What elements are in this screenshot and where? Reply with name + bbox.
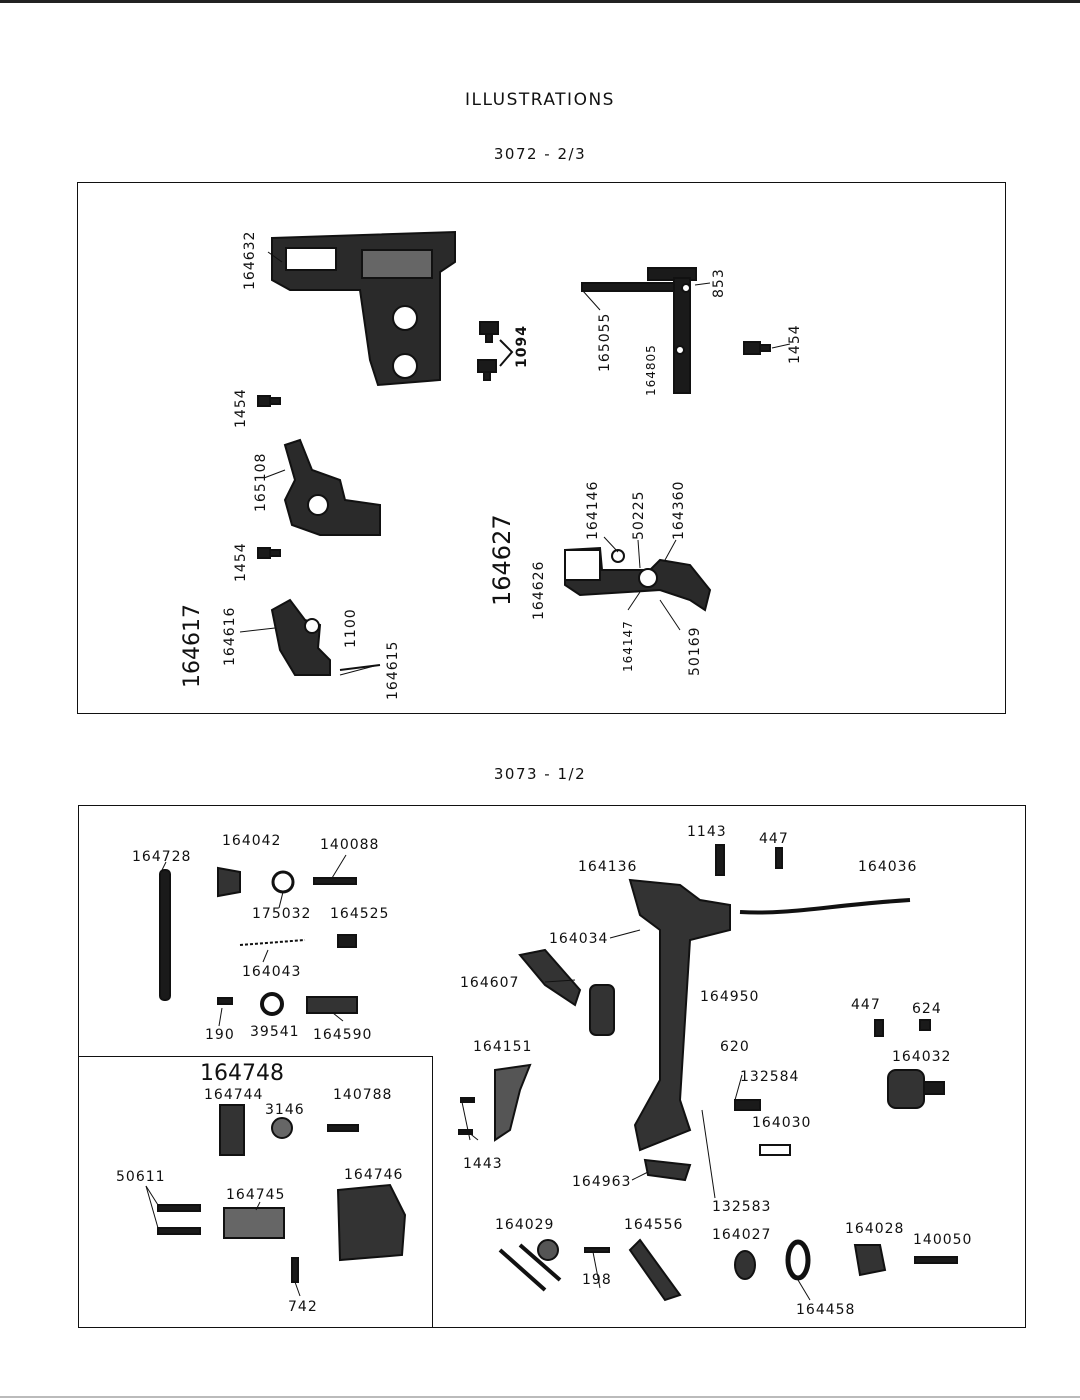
label-164627: 164627 xyxy=(488,514,516,606)
screw-1454-drawing xyxy=(257,341,771,559)
label-164029: 164029 xyxy=(495,1217,555,1233)
label-1094: 1094 xyxy=(514,325,530,368)
section1-frame xyxy=(77,182,1006,714)
label-1443: 1443 xyxy=(463,1156,503,1172)
label-1454-upper: 1454 xyxy=(233,388,249,428)
inset-title-164748: 164748 xyxy=(200,1061,284,1086)
label-140088: 140088 xyxy=(320,837,380,853)
label-164151: 164151 xyxy=(473,1039,533,1055)
label-164590: 164590 xyxy=(313,1027,373,1043)
label-164617: 164617 xyxy=(180,604,205,688)
section2-frame xyxy=(78,805,1026,1328)
feed-dog-165108-drawing xyxy=(283,438,381,536)
label-39541: 39541 xyxy=(250,1024,300,1040)
label-164963: 164963 xyxy=(572,1174,632,1190)
label-164616: 164616 xyxy=(222,606,238,666)
label-447-top: 447 xyxy=(759,831,789,847)
label-164626: 164626 xyxy=(531,560,547,620)
label-164615: 164615 xyxy=(385,640,401,700)
label-50611: 50611 xyxy=(116,1169,166,1185)
label-164030: 164030 xyxy=(752,1115,812,1131)
label-190: 190 xyxy=(205,1027,235,1043)
label-140050: 140050 xyxy=(913,1232,973,1248)
label-624: 624 xyxy=(912,1001,942,1017)
label-164607: 164607 xyxy=(460,975,520,991)
section1-heading: 3072 - 2/3 xyxy=(493,145,587,163)
label-164950: 164950 xyxy=(700,989,760,1005)
label-164027: 164027 xyxy=(712,1227,772,1243)
label-164458: 164458 xyxy=(796,1302,856,1318)
label-164028: 164028 xyxy=(845,1221,905,1237)
label-164146: 164146 xyxy=(585,480,601,540)
label-164032: 164032 xyxy=(892,1049,952,1065)
inset-frame-164748 xyxy=(78,1056,433,1328)
assembly-164627-drawing xyxy=(564,546,712,612)
screw-1094-drawing xyxy=(477,321,514,381)
label-165055: 165055 xyxy=(597,312,613,372)
label-1100: 1100 xyxy=(343,608,359,648)
label-50225: 50225 xyxy=(631,490,647,540)
label-853: 853 xyxy=(711,268,727,298)
bracket-165055-drawing xyxy=(581,267,697,394)
label-164805: 164805 xyxy=(644,344,658,396)
label-620: 620 xyxy=(720,1039,750,1055)
feed-dog-164616-drawing xyxy=(270,598,381,676)
label-164746: 164746 xyxy=(344,1167,404,1183)
label-50169: 50169 xyxy=(687,626,703,676)
label-164147: 164147 xyxy=(621,620,635,672)
label-164525: 164525 xyxy=(330,906,390,922)
label-164042: 164042 xyxy=(222,833,282,849)
label-3146: 3146 xyxy=(265,1102,305,1118)
section2-heading: 3073 - 1/2 xyxy=(493,765,587,783)
label-742: 742 xyxy=(288,1299,318,1315)
label-198: 198 xyxy=(582,1272,612,1288)
label-164556: 164556 xyxy=(624,1217,684,1233)
label-1454-lower: 1454 xyxy=(233,542,249,582)
rod-164728-drawing xyxy=(159,869,171,1001)
label-164632: 164632 xyxy=(242,230,258,290)
label-164034: 164034 xyxy=(549,931,609,947)
label-175032: 175032 xyxy=(252,906,312,922)
label-164136: 164136 xyxy=(578,859,638,875)
top-rule xyxy=(0,0,1080,3)
label-132583: 132583 xyxy=(712,1199,772,1215)
label-164744: 164744 xyxy=(204,1087,264,1103)
label-165108: 165108 xyxy=(253,452,269,512)
page-title: ILLUSTRATIONS xyxy=(465,90,615,110)
label-1454-right: 1454 xyxy=(787,324,803,364)
label-1143: 1143 xyxy=(687,824,727,840)
label-164036: 164036 xyxy=(858,859,918,875)
label-132584: 132584 xyxy=(740,1069,800,1085)
label-164360: 164360 xyxy=(671,480,687,540)
label-164728: 164728 xyxy=(132,849,192,865)
label-164043: 164043 xyxy=(242,964,302,980)
label-447-right: 447 xyxy=(851,997,881,1013)
throat-plate-drawing xyxy=(271,230,456,387)
label-140788: 140788 xyxy=(333,1087,393,1103)
bottom-rule xyxy=(0,1396,1080,1398)
label-164745: 164745 xyxy=(226,1187,286,1203)
